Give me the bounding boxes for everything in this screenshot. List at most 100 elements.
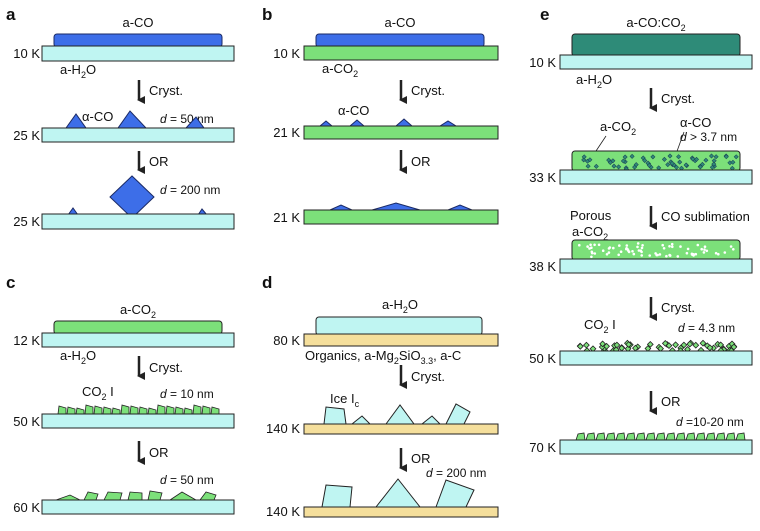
e-pore — [593, 243, 596, 247]
e-pore — [702, 251, 706, 254]
c-co2-layer — [53, 320, 223, 335]
e-pore — [590, 255, 593, 259]
e-temp-4: 50 K — [529, 351, 556, 366]
d-substrate-1 — [303, 333, 499, 347]
e-pore — [607, 251, 611, 254]
e-grain — [585, 432, 596, 441]
e-grain — [632, 344, 639, 352]
e-pore — [703, 248, 706, 251]
e-grain — [642, 158, 648, 163]
c-crystal — [156, 404, 166, 415]
e-pore — [668, 253, 671, 257]
e-pointer — [675, 131, 685, 155]
b-crystal — [348, 119, 366, 127]
e-grain — [710, 344, 717, 352]
d-substrate-3 — [303, 506, 499, 518]
e-grain — [735, 432, 746, 441]
panel-label-b: b — [262, 5, 272, 24]
e-grain — [610, 158, 616, 164]
e-grain — [576, 343, 584, 350]
e-grain — [661, 340, 669, 347]
e-pore — [601, 249, 605, 252]
e-grain — [679, 165, 684, 171]
e-pore — [714, 251, 718, 255]
panel-d: d a-H2O 80 K Organics, a-Mg2SiO3.3, a-C … — [262, 273, 499, 519]
d-crystal — [350, 415, 372, 425]
e-pore — [631, 250, 634, 253]
e-substrate-3 — [559, 258, 753, 274]
e-grain — [676, 154, 682, 160]
e-pore — [578, 243, 581, 247]
c-crystal-label: CO2 I — [82, 384, 114, 402]
e-pore — [607, 247, 611, 250]
a-substrate-3 — [41, 213, 235, 230]
e-grain — [729, 165, 735, 171]
e-temp-2: 33 K — [529, 170, 556, 185]
e-pore — [605, 253, 609, 256]
e-d-1: d > 3.7 nm — [680, 130, 737, 144]
b-crystal — [394, 118, 414, 127]
a-temp-1: 10 K — [13, 46, 40, 61]
e-grain — [677, 159, 683, 165]
e-grain — [615, 432, 626, 441]
e-grain — [661, 156, 667, 162]
d-crystal — [420, 415, 442, 425]
c-crystal — [120, 404, 130, 415]
e-pore — [729, 245, 733, 248]
c-crystal — [168, 491, 198, 501]
e-pore — [670, 242, 674, 246]
c-crystal — [192, 404, 202, 415]
panel-a: a a-CO 10 K a-H2O Cryst. α-CO d = 50 nm … — [6, 5, 235, 230]
e-grain — [633, 162, 639, 168]
c-substrate-label: a-H2O — [60, 348, 96, 366]
e-pore — [686, 247, 690, 251]
e-substrate-1 — [559, 54, 753, 70]
e-grain — [725, 432, 736, 441]
e-pore — [661, 243, 664, 247]
e-grain — [665, 432, 676, 441]
e-grain — [717, 341, 725, 349]
c-temp-3: 60 K — [13, 500, 40, 515]
e-grain — [690, 156, 696, 162]
e-pore — [637, 249, 641, 252]
c-crystal — [138, 406, 148, 415]
e-substrate-4 — [559, 350, 753, 366]
e-grain — [595, 432, 606, 441]
panel-label-e: e — [540, 5, 549, 24]
b-co-layer — [315, 33, 485, 48]
a-temp-2: 25 K — [13, 128, 40, 143]
panel-c: c a-CO2 12 K a-H2O Cryst. CO2 I d = 10 n… — [6, 273, 235, 515]
e-grain — [603, 342, 610, 350]
e-pore — [692, 254, 695, 257]
b-crystal — [329, 204, 353, 211]
a-co-layer — [53, 33, 223, 48]
c-d-2: d = 50 nm — [160, 473, 214, 487]
e-pore — [705, 249, 709, 253]
e-mix-layer — [571, 33, 741, 57]
e-pore — [590, 251, 594, 255]
b-step-2: OR — [411, 154, 431, 169]
d-crystal-large — [374, 478, 422, 508]
d-crystal — [445, 403, 471, 425]
e-grain — [646, 162, 652, 168]
e-grain — [667, 153, 673, 159]
e-grain — [650, 154, 656, 160]
c-crystal — [147, 407, 157, 415]
e-grain — [655, 432, 666, 441]
c-layer-label: a-CO2 — [120, 302, 156, 320]
e-pore — [658, 253, 662, 256]
e-grain — [646, 341, 654, 348]
a-temp-3: 25 K — [13, 214, 40, 229]
e-pore — [655, 253, 658, 257]
c-crystal — [129, 405, 139, 415]
d-crystal — [323, 406, 347, 425]
c-step-1: Cryst. — [149, 360, 183, 375]
a-substrate-label: a-H2O — [60, 62, 96, 80]
e-pore — [668, 245, 671, 248]
e-grain — [733, 154, 739, 160]
e-grain — [589, 345, 597, 353]
e-pore — [640, 250, 643, 254]
b-crystal-label: α-CO — [338, 103, 369, 118]
e-grain — [618, 344, 626, 352]
e-grain — [613, 341, 621, 349]
